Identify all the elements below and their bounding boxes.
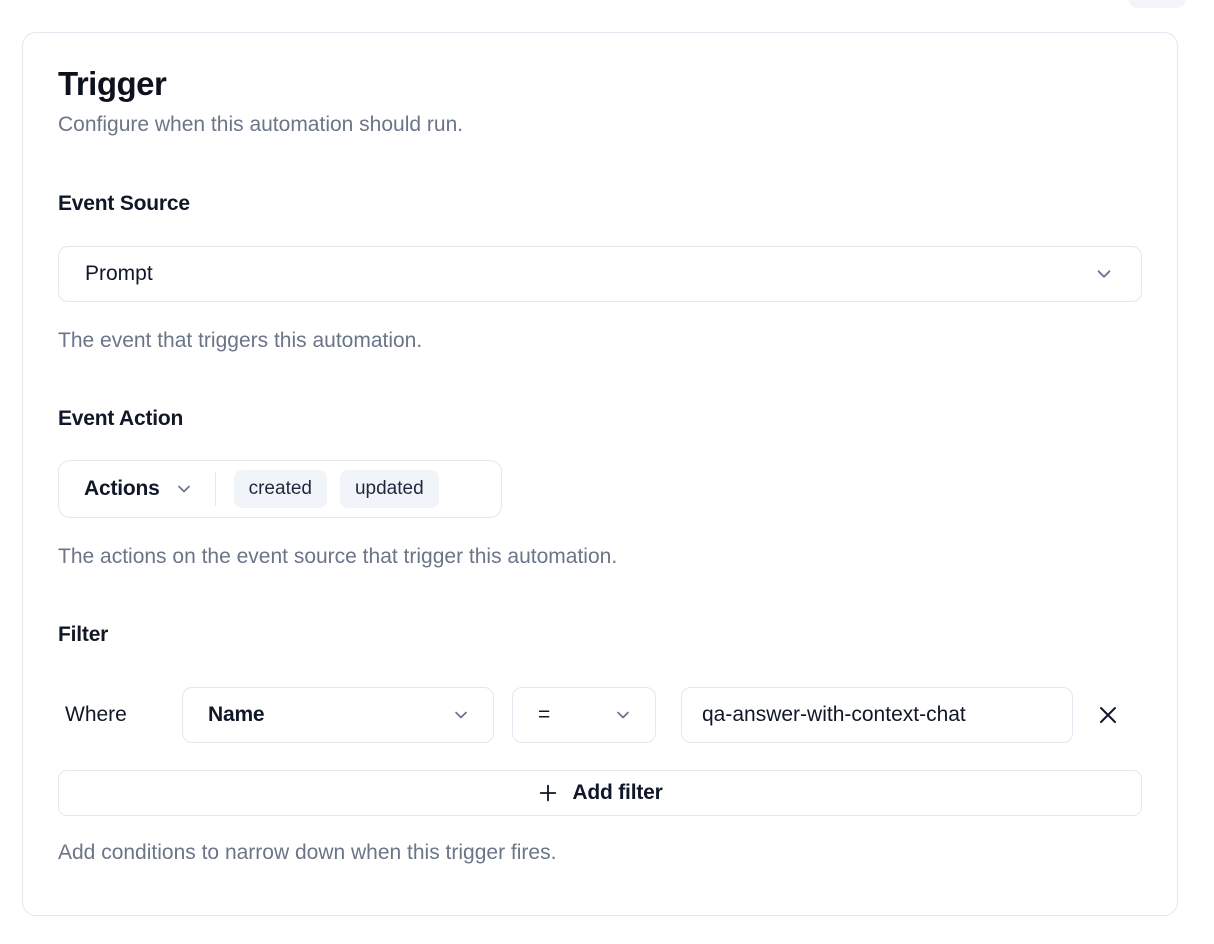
chevron-down-icon <box>617 711 629 719</box>
chevron-down-icon <box>455 711 467 719</box>
event-action-help: The actions on the event source that tri… <box>58 545 618 569</box>
add-filter-button[interactable]: Add filter <box>58 770 1142 817</box>
event-action-section: Event Action Actions created updated The… <box>58 407 1142 569</box>
add-filter-label: Add filter <box>572 781 663 805</box>
event-source-value: Prompt <box>85 262 153 286</box>
filter-value-input[interactable] <box>681 687 1073 744</box>
event-source-help: The event that triggers this automation. <box>58 329 423 353</box>
partial-offscreen-element <box>1128 0 1186 8</box>
where-label: Where <box>65 703 127 727</box>
filter-operator-select[interactable]: = <box>512 687 656 744</box>
trigger-card: Trigger Configure when this automation s… <box>22 32 1178 916</box>
actions-dropdown-label: Actions <box>84 477 160 501</box>
event-action-control: Actions created updated <box>58 460 502 519</box>
page-title: Trigger <box>58 65 167 102</box>
actions-dropdown[interactable]: Actions <box>84 477 194 501</box>
action-chip-updated[interactable]: updated <box>339 470 439 509</box>
filter-operator-value: = <box>538 703 551 727</box>
divider <box>214 472 216 507</box>
event-action-label: Event Action <box>58 407 184 431</box>
event-source-select[interactable]: Prompt <box>58 246 1142 303</box>
event-source-label: Event Source <box>58 192 190 216</box>
event-source-section: Event Source Prompt The event that trigg… <box>58 192 1142 353</box>
action-chip-created[interactable]: created <box>233 470 327 509</box>
filter-section: Filter Where Name = <box>58 623 1142 865</box>
remove-filter-button[interactable] <box>1095 702 1121 728</box>
filter-field-select[interactable]: Name <box>182 687 494 744</box>
filter-row: Where Name = <box>58 687 1142 744</box>
plus-icon <box>540 784 557 802</box>
filter-field-value: Name <box>208 703 265 727</box>
page-subtitle: Configure when this automation should ru… <box>58 112 464 136</box>
filter-help: Add conditions to narrow down when this … <box>58 841 557 865</box>
chevron-down-icon <box>1097 270 1111 278</box>
filter-label: Filter <box>58 623 109 647</box>
close-icon <box>1100 707 1116 724</box>
chevron-down-icon <box>177 485 190 493</box>
